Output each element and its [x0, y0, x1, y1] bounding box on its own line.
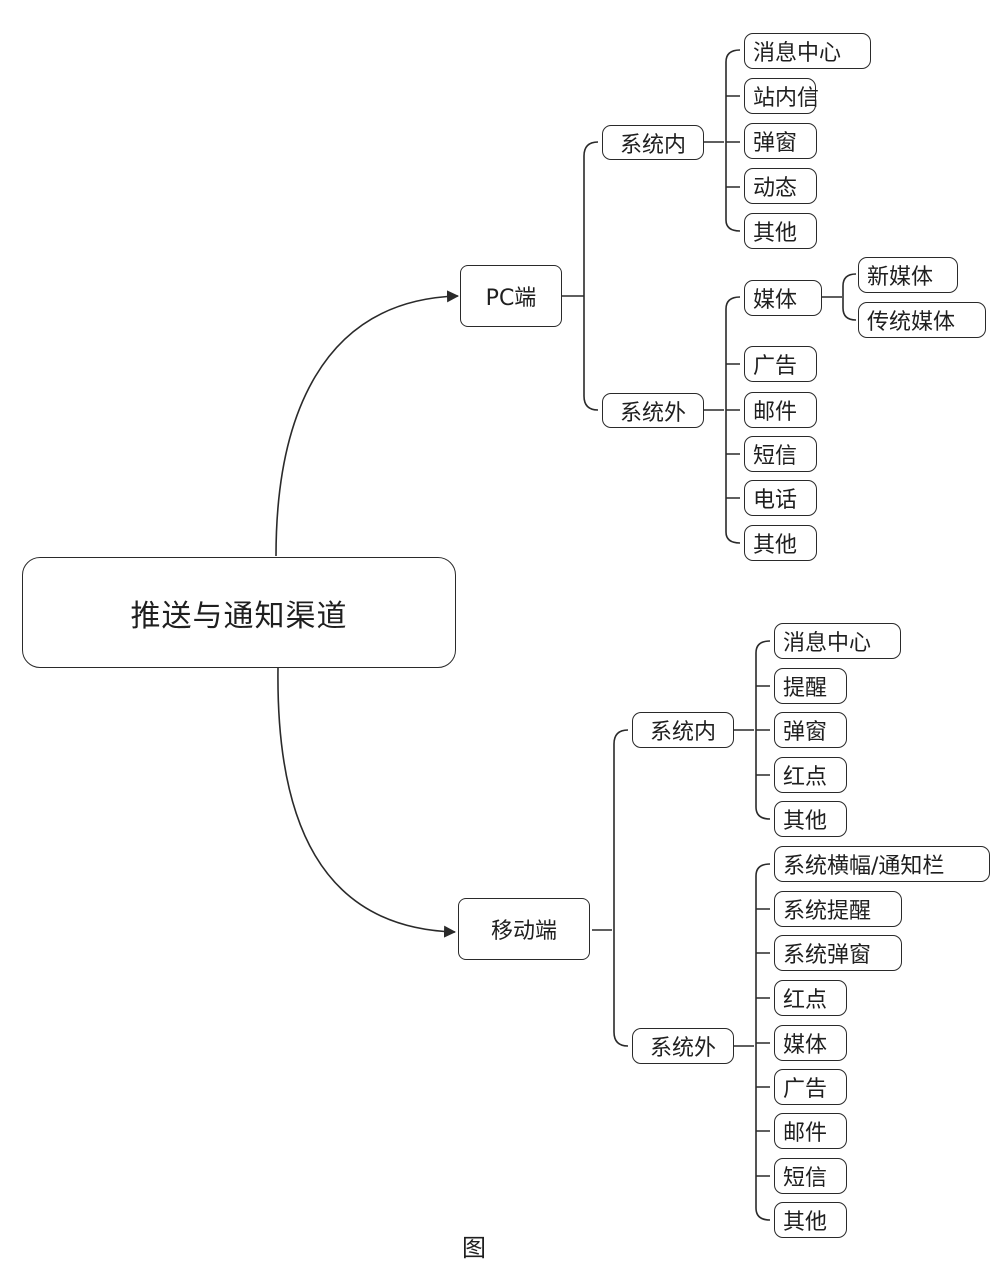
leaf-label: 邮件 [753, 400, 798, 425]
mobile-inner-label: 系统内 [649, 720, 716, 745]
leaf-label: 媒体 [783, 1033, 828, 1058]
mobile-inner-leaf-4: 其他 [774, 801, 847, 837]
leaf-label: 其他 [783, 1210, 828, 1235]
pc-outer-leaf-2: 短信 [744, 436, 817, 472]
pc-outer-leaf-3: 电话 [744, 480, 817, 516]
mobile-outer-leaf-3: 红点 [774, 980, 847, 1016]
connector-pc-media [822, 273, 857, 321]
pc-outer-media-child-0: 新媒体 [858, 257, 958, 293]
leaf-label: 红点 [783, 988, 828, 1013]
mobile-outer-leaf-5: 广告 [774, 1069, 847, 1105]
mobile-label: 移动端 [490, 919, 557, 944]
pc-node: PC端 [460, 265, 562, 327]
mobile-inner-leaf-1: 提醒 [774, 668, 847, 704]
pc-inner-label: 系统内 [619, 132, 686, 158]
pc-inner-leaf-4: 其他 [744, 213, 817, 249]
pc-outer-node: 系统外 [602, 393, 704, 428]
mobile-outer-leaf-1: 系统提醒 [774, 891, 902, 927]
pc-outer-label: 系统外 [619, 400, 686, 426]
leaf-label: 系统弹窗 [783, 943, 872, 968]
leaf-label: 传统媒体 [867, 310, 956, 335]
leaf-label: 消息中心 [783, 631, 872, 656]
pc-outer-leaf-0: 广告 [744, 346, 817, 382]
leaf-label: 其他 [783, 809, 828, 834]
leaf-label: 其他 [753, 221, 798, 246]
pc-inner-leaf-2: 弹窗 [744, 123, 817, 159]
mobile-inner-leaf-3: 红点 [774, 757, 847, 793]
arrow-root-to-mobile [277, 667, 456, 938]
pc-outer-media: 媒体 [744, 280, 822, 316]
mobile-inner-node: 系统内 [632, 712, 734, 748]
leaf-label: 短信 [783, 1166, 828, 1191]
connector-pc-outer [704, 296, 741, 544]
root-node: 推送与通知渠道 [22, 557, 456, 668]
pc-outer-leaf-4: 其他 [744, 525, 817, 561]
leaf-label: 其他 [753, 533, 798, 558]
leaf-label: 消息中心 [753, 41, 842, 66]
leaf-label: 广告 [753, 354, 798, 379]
figure-caption: 图 [462, 1234, 486, 1262]
mobile-outer-leaf-0: 系统横幅/通知栏 [774, 846, 990, 882]
connector-mobile [592, 729, 629, 1047]
connector-mobile-inner [734, 640, 771, 820]
pc-inner-leaf-3: 动态 [744, 168, 817, 204]
connector-pc [562, 141, 599, 411]
leaf-label: 弹窗 [753, 131, 798, 156]
pc-inner-leaf-1: 站内信 [744, 78, 820, 114]
mobile-outer-leaf-4: 媒体 [774, 1025, 847, 1061]
arrow-root-to-pc [275, 290, 459, 557]
mobile-outer-leaf-6: 邮件 [774, 1113, 847, 1149]
connector-pc-inner [704, 49, 741, 232]
leaf-label: 短信 [753, 444, 798, 469]
pc-inner-node: 系统内 [602, 125, 704, 160]
leaf-label: 系统提醒 [783, 899, 872, 924]
root-label: 推送与通知渠道 [130, 598, 348, 634]
mobile-node: 移动端 [458, 898, 590, 960]
leaf-label: 媒体 [753, 288, 798, 313]
pc-outer-leaf-1: 邮件 [744, 392, 817, 428]
mobile-outer-leaf-8: 其他 [774, 1202, 847, 1238]
leaf-label: 站内信 [753, 86, 820, 111]
mobile-inner-leaf-2: 弹窗 [774, 712, 847, 748]
connector-mobile-outer [734, 863, 771, 1221]
leaf-label: 广告 [783, 1077, 828, 1102]
mobile-outer-leaf-7: 短信 [774, 1158, 847, 1194]
leaf-label: 系统横幅/通知栏 [783, 854, 945, 879]
mobile-inner-leaf-0: 消息中心 [774, 623, 901, 659]
pc-outer-media-child-1: 传统媒体 [858, 302, 986, 338]
leaf-label: 提醒 [783, 676, 828, 701]
leaf-label: 动态 [753, 176, 798, 201]
mobile-outer-node: 系统外 [632, 1028, 734, 1064]
leaf-label: 电话 [753, 488, 798, 513]
pc-inner-leaf-0: 消息中心 [744, 33, 871, 69]
pc-label: PC端 [485, 286, 537, 311]
leaf-label: 新媒体 [867, 265, 934, 290]
leaf-label: 弹窗 [783, 720, 828, 745]
leaf-label: 邮件 [783, 1121, 828, 1146]
mobile-outer-label: 系统外 [649, 1036, 716, 1061]
leaf-label: 红点 [783, 765, 828, 790]
mobile-outer-leaf-2: 系统弹窗 [774, 935, 902, 971]
